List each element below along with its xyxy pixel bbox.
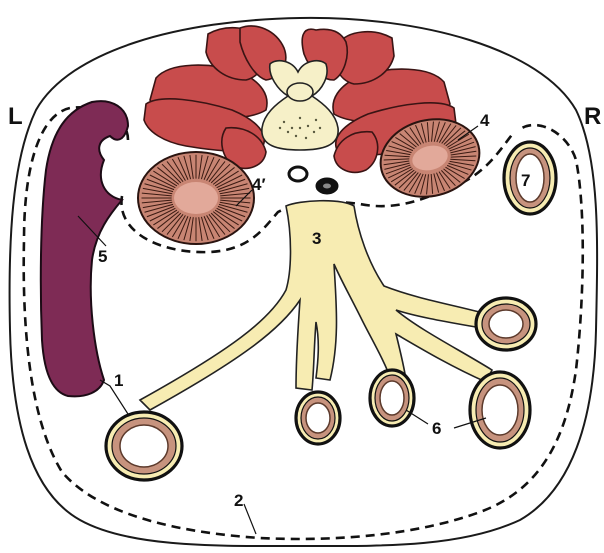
vessel-left xyxy=(289,167,307,181)
spinal-canal xyxy=(287,83,313,101)
gut-loop-mid-2 xyxy=(370,370,414,426)
label-4-prime: 4′ xyxy=(252,175,266,194)
gut-loop-left xyxy=(106,412,182,480)
label-4: 4 xyxy=(480,111,490,130)
side-label-right: R xyxy=(584,103,601,130)
label-3: 3 xyxy=(312,229,321,248)
vessel-right-lumen xyxy=(323,184,331,189)
label-1: 1 xyxy=(114,371,123,390)
kidney-left-4prime xyxy=(138,152,254,244)
side-label-left: L xyxy=(8,103,23,130)
label-2: 2 xyxy=(234,491,243,510)
gut-loop-right-lower xyxy=(470,372,530,448)
gut-loop-mid-1 xyxy=(296,392,340,444)
gut-loop-right-upper xyxy=(476,298,536,350)
label-7: 7 xyxy=(521,171,530,190)
label-5: 5 xyxy=(98,247,107,266)
label-6: 6 xyxy=(432,419,441,438)
